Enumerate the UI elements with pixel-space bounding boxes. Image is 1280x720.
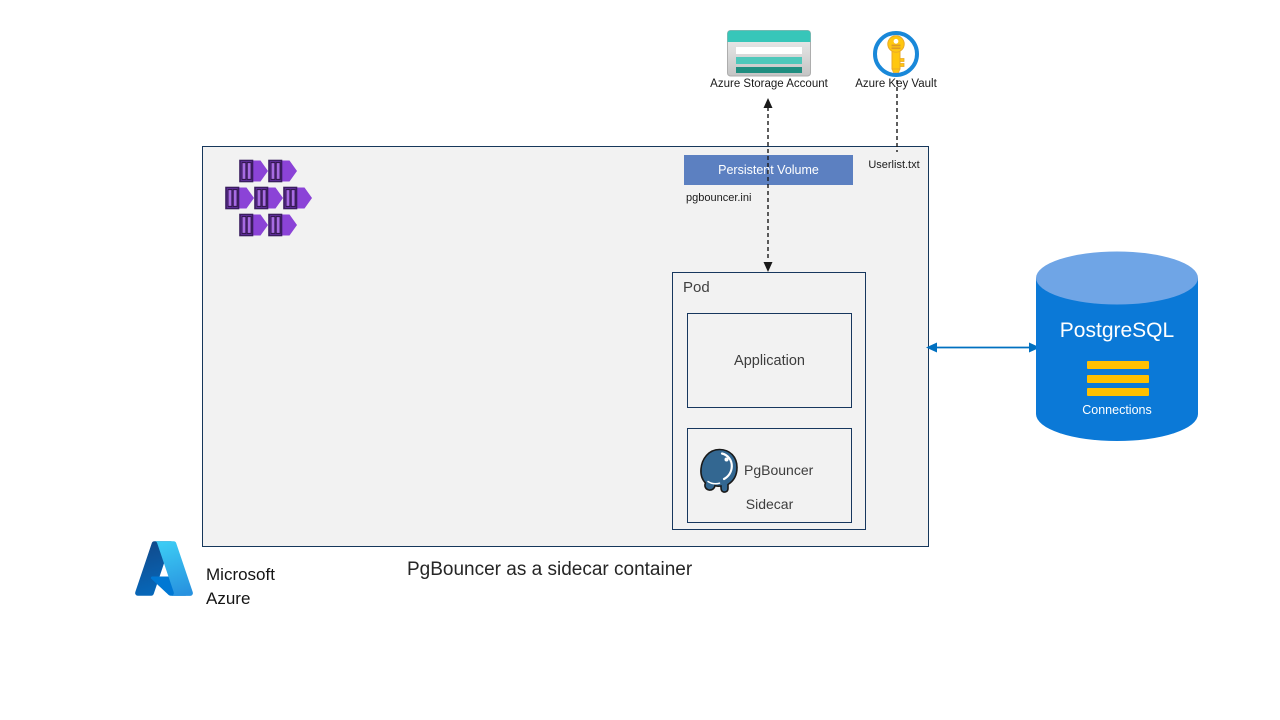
wordmark-line1: Microsoft (206, 565, 275, 584)
aks-cluster-box (202, 146, 929, 547)
pgbouncer-ini-label: pgbouncer.ini (686, 192, 752, 204)
connections-label: Connections (1082, 403, 1152, 417)
pod-label: Pod (683, 279, 710, 296)
userlist-file-label: Userlist.txt (868, 159, 920, 171)
application-label: Application (734, 352, 805, 369)
keyvault-userlist-dashed-line (896, 80, 898, 152)
sidecar-box: PgBouncer Sidecar (687, 428, 852, 523)
storage-account-icon (727, 30, 811, 77)
wordmark-line2: Azure (206, 588, 251, 608)
storage-account-label: Azure Storage Account (710, 78, 828, 90)
application-box: Application (687, 313, 852, 408)
pgbouncer-label: PgBouncer (744, 462, 814, 478)
diagram-title: PgBouncer as a sidecar container (407, 559, 693, 580)
postgresql-elephant-icon (700, 448, 738, 493)
connection-bar (1087, 374, 1149, 383)
connections-bars (1087, 361, 1149, 402)
containers-icon (225, 159, 313, 237)
sidecar-label: Sidecar (745, 496, 794, 512)
storage-pv-dashed-arrow (763, 98, 773, 272)
postgresql-label: PostgreSQL (1059, 319, 1175, 342)
pod-box: Pod (672, 272, 866, 530)
azure-logo-icon (135, 541, 193, 596)
cluster-db-arrow (926, 342, 1040, 353)
connection-bar (1087, 361, 1149, 369)
key-vault-label: Azure Key Vault (855, 78, 937, 90)
key-vault-icon (873, 31, 919, 77)
microsoft-azure-wordmark: Microsoft Azure (206, 563, 275, 610)
connection-bar (1087, 388, 1149, 396)
postgresql-cylinder (1036, 251, 1198, 441)
